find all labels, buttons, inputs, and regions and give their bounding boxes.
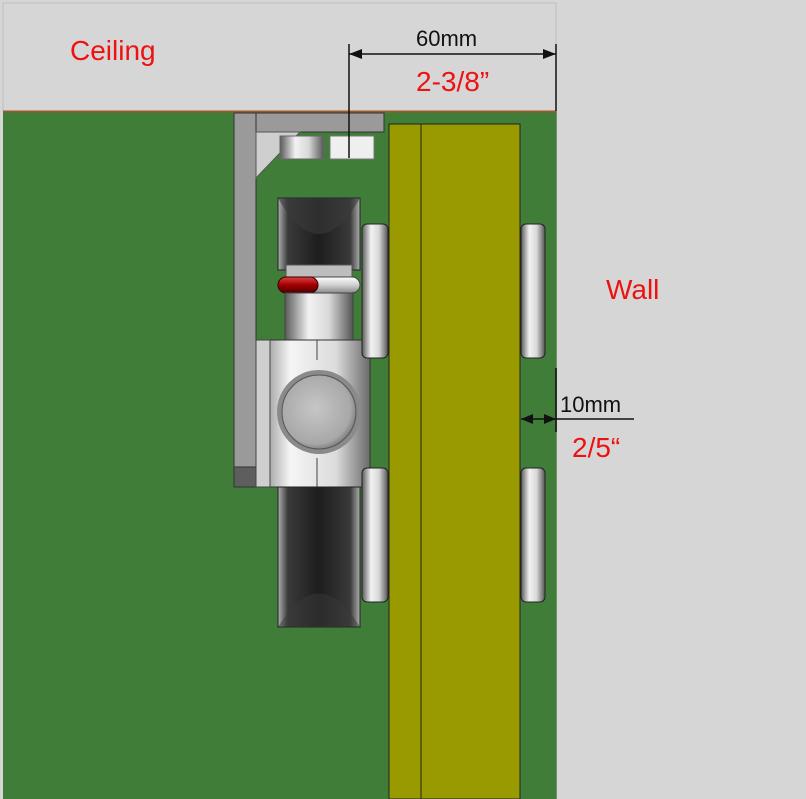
guide-roller-lower-left: [361, 467, 389, 603]
wall-label: Wall: [606, 274, 660, 305]
guide-roller-upper-right: [520, 223, 546, 359]
door-panel-edge: [388, 123, 422, 799]
guide-roller-lower-right: [520, 467, 546, 603]
dimension-arrow-icon: [543, 49, 556, 59]
gap-dimension-mm: 10mm: [560, 392, 622, 417]
door-panel: [420, 123, 521, 799]
release-pin: [277, 264, 361, 294]
mounting-bracket: [233, 112, 385, 488]
top-dimension-in: 2-3/8”: [416, 66, 490, 97]
hanger-block: [255, 339, 371, 488]
width-dimension: [348, 44, 557, 158]
lower-sheave-wheel: [277, 486, 361, 628]
top-dimension-mm: 60mm: [416, 26, 478, 51]
hanger-boss: [281, 374, 357, 450]
ceiling-area: [2, 2, 557, 112]
upper-sheave-wheel: [277, 197, 361, 271]
gap-dimension-in: 2/5“: [572, 432, 621, 463]
gap-dimension: [521, 368, 634, 432]
dimension-arrow-icon: [544, 414, 556, 424]
axle-cylinder: [284, 292, 354, 344]
ceiling-label: Ceiling: [70, 35, 156, 66]
dimension-arrow-icon: [521, 414, 533, 424]
dimension-arrow-icon: [349, 49, 362, 59]
guide-roller-upper-left: [361, 223, 389, 359]
